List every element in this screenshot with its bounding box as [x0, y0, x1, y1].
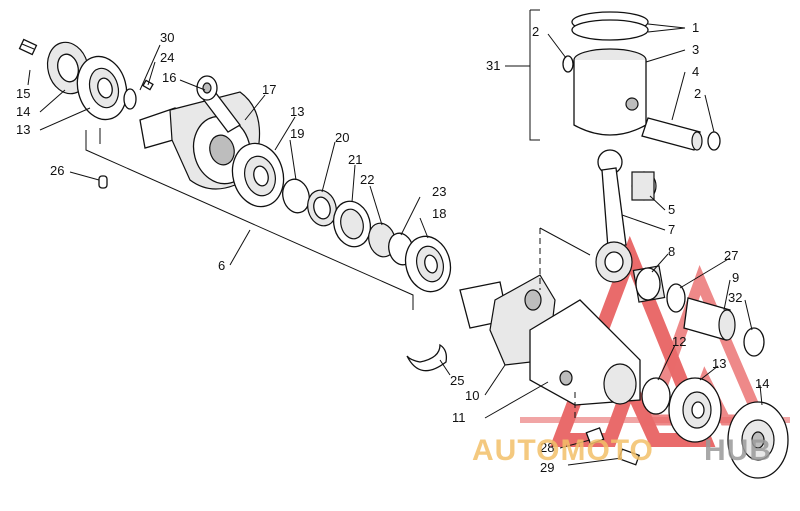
crankshaft-half-11: [529, 299, 641, 406]
bearing-13-right: [668, 377, 722, 443]
seal-21: [332, 200, 372, 248]
callout-5: 5: [668, 202, 675, 217]
ring-32: [743, 327, 765, 357]
piston-3: [573, 48, 647, 136]
callout-29: 29: [540, 460, 554, 475]
callout-17: 17: [262, 82, 276, 97]
ring-24: [123, 88, 137, 110]
callout-16: 16: [162, 70, 176, 85]
bearing-13-mid: [231, 142, 285, 208]
watermark-text-left: AUTOMOTO: [472, 434, 654, 467]
crank-pin-9: [683, 297, 736, 341]
piston-rings-1: [571, 11, 649, 41]
callout-31: 31: [486, 58, 500, 73]
wrist-pin-4: [641, 117, 703, 151]
seal-20: [307, 189, 337, 227]
callout-32: 32: [728, 290, 742, 305]
callout-labels: 30 24 16 15 14 13 17 13 19 20 21 22 23 1…: [16, 20, 769, 475]
screw-29: [617, 448, 641, 466]
connecting-rod-7: [595, 149, 633, 283]
piston-group-bracket-31: [529, 10, 540, 141]
callout-7: 7: [668, 222, 675, 237]
callout-4: 4: [692, 64, 699, 79]
watermark-text: AUTOMOTO HUB: [472, 434, 772, 467]
callout-22: 22: [360, 172, 374, 187]
callout-10: 10: [465, 388, 479, 403]
callout-28: 28: [540, 440, 554, 455]
callout-19: 19: [290, 126, 304, 141]
callout-18: 18: [432, 206, 446, 221]
callout-12: 12: [672, 334, 686, 349]
callout-9: 9: [732, 270, 739, 285]
callout-1: 1: [692, 20, 699, 35]
callout-15: 15: [16, 86, 30, 101]
callout-20: 20: [335, 130, 349, 145]
callout-3: 3: [692, 42, 699, 57]
seal-14-right: [727, 401, 789, 479]
snap-ring-25: [406, 343, 448, 372]
callout-13: 13: [290, 104, 304, 119]
screw-15: [18, 38, 38, 56]
washer-27: [666, 283, 686, 313]
callout-30: 30: [160, 30, 174, 45]
circlip-2-right: [707, 131, 721, 151]
callout-24: 24: [160, 50, 174, 65]
bearing-13-left: [76, 55, 128, 121]
connecting-rod-16: [196, 75, 241, 133]
ring-19: [282, 178, 310, 214]
callout-25: 25: [450, 373, 464, 388]
callout-26: 26: [50, 163, 64, 178]
watermark-text-right: HUB: [704, 434, 772, 467]
callout-13: 13: [16, 122, 30, 137]
callout-14: 14: [755, 376, 769, 391]
callout-11: 11: [452, 410, 466, 425]
callout-14: 14: [16, 104, 30, 119]
callout-2: 2: [694, 86, 701, 101]
bearing-18: [404, 235, 452, 293]
callout-27: 27: [724, 248, 738, 263]
callout-23: 23: [432, 184, 446, 199]
leader-lines: [27, 23, 763, 466]
needle-bearing-5: [631, 171, 657, 201]
circlip-2-left: [562, 55, 574, 73]
dowel-28: [585, 427, 605, 445]
callout-8: 8: [668, 244, 675, 259]
callout-21: 21: [348, 152, 362, 167]
callout-2: 2: [532, 24, 539, 39]
callout-6: 6: [218, 258, 225, 273]
assembly-bracket-6: [85, 130, 414, 310]
dowel-pin-26: [98, 175, 108, 189]
needle-bearing-8: [632, 265, 666, 303]
ring-12: [641, 377, 671, 415]
callout-13: 13: [712, 356, 726, 371]
